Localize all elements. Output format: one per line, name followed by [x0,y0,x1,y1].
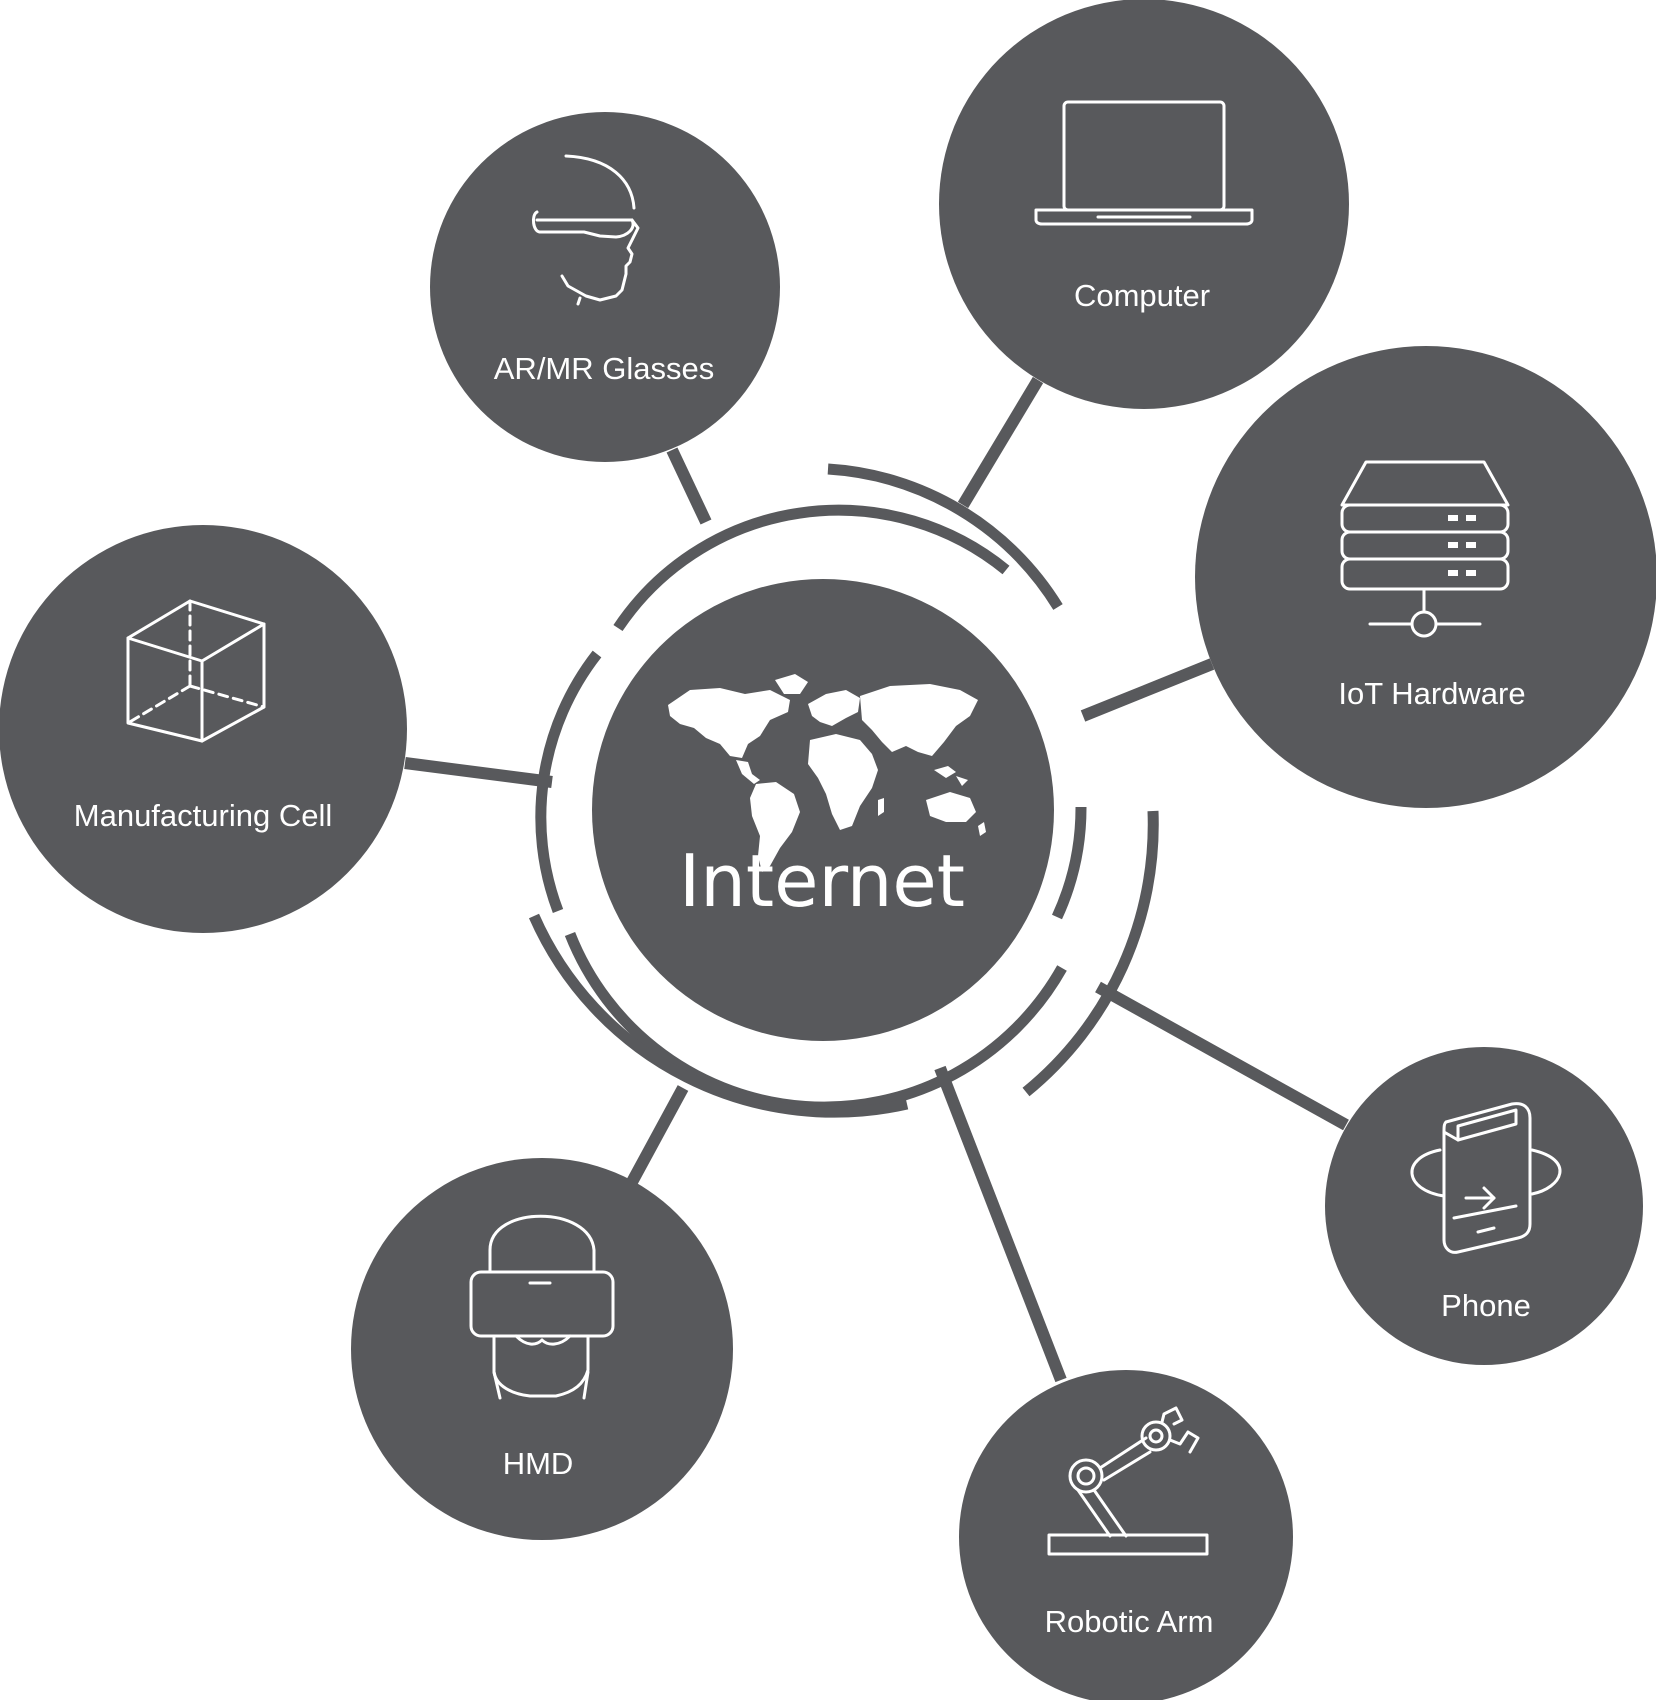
ar-glasses-head-icon [531,154,640,306]
connector-phone [1095,981,1349,1131]
node-circle [1195,346,1656,808]
world-map-icon [668,674,986,872]
node-phone[interactable]: Phone [1325,1047,1643,1365]
node-label: Computer [1074,278,1210,313]
ring-arc [535,650,602,913]
connector-manufacturing-cell [404,757,553,788]
node-circle [939,0,1349,409]
hub-label: Internet [679,839,965,923]
node-circle [351,1158,733,1540]
ring-arc [827,463,1063,610]
node-label: Robotic Arm [1045,1604,1214,1639]
connector-ar-mr-glasses [666,447,712,525]
node-label: HMD [503,1446,574,1481]
ring-arc [1022,810,1159,1097]
hub-circle [592,579,1054,1041]
cube-icon [126,599,266,743]
node-label: Phone [1441,1288,1531,1323]
connector-robotic-arm [934,1065,1067,1383]
rotating-phone-icon [1410,1102,1562,1254]
connectors [404,376,1349,1383]
node-label: Manufacturing Cell [74,798,332,833]
ring-arc [613,504,1010,632]
node-circle [430,112,780,462]
laptop-icon [1034,100,1254,226]
node-label: AR/MR Glasses [494,351,714,386]
node-ar-mr-glasses[interactable]: AR/MR Glasses [430,112,780,462]
node-iot-hardware[interactable]: IoT Hardware [1195,346,1656,808]
robotic-arm-icon [1047,1406,1209,1556]
vr-headset-icon [469,1214,615,1400]
server-stack-icon [1340,460,1510,638]
connector-hmd [626,1085,689,1185]
node-computer[interactable]: Computer [939,0,1349,409]
node-manufacturing-cell[interactable]: Manufacturing Cell [0,525,407,933]
node-label: IoT Hardware [1338,676,1525,711]
node-hmd[interactable]: HMD [351,1158,733,1540]
connector-iot-hardware [1080,658,1215,722]
ring-arc [1052,806,1087,920]
hub-internet[interactable]: Internet [592,579,1054,1041]
connector-computer [957,376,1044,509]
ring-arc [528,913,909,1118]
hub-rings [528,463,1159,1118]
node-robotic-arm[interactable]: Robotic Arm [959,1370,1293,1700]
